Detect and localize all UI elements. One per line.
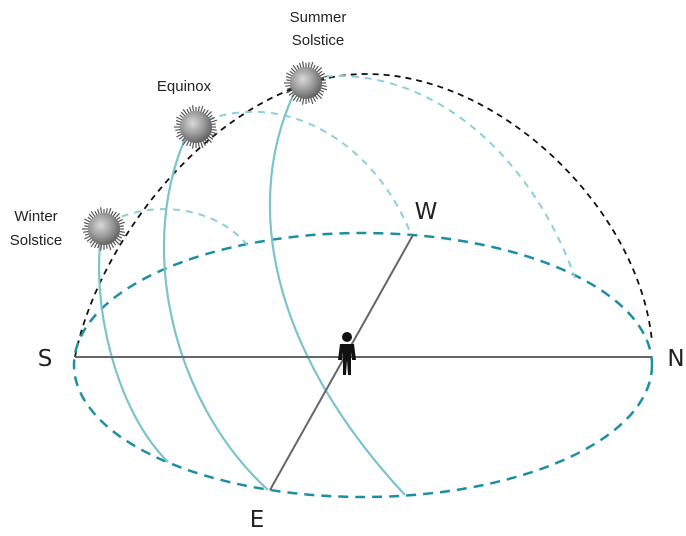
west-label: W	[415, 199, 438, 225]
winter-solstice-sun-icon	[82, 207, 126, 251]
summer-solstice-sun-icon	[284, 61, 328, 105]
horizon-ellipse	[72, 231, 654, 499]
east-label: E	[250, 507, 265, 533]
winter-path-front	[97, 229, 169, 463]
east-west-line	[269, 234, 414, 491]
equinox-label: Equinox	[157, 78, 212, 95]
observer-figure-icon	[338, 332, 356, 375]
summer-solstice-label-line2: Solstice	[292, 32, 345, 49]
equinox-sun-icon	[174, 105, 218, 149]
meridian-dome-arc	[74, 73, 653, 358]
summer-solstice-label-line1: Summer	[290, 9, 347, 26]
winter-path-back	[109, 208, 249, 247]
equinox-path-front	[162, 127, 269, 491]
summer-path-front	[268, 84, 406, 496]
north-label: N	[667, 346, 684, 372]
winter-solstice-label-line1: Winter	[14, 208, 57, 225]
south-label: S	[38, 346, 53, 372]
equinox-path-back	[194, 110, 413, 238]
winter-solstice-label-line2: Solstice	[10, 232, 63, 249]
summer-path-back	[299, 75, 576, 279]
